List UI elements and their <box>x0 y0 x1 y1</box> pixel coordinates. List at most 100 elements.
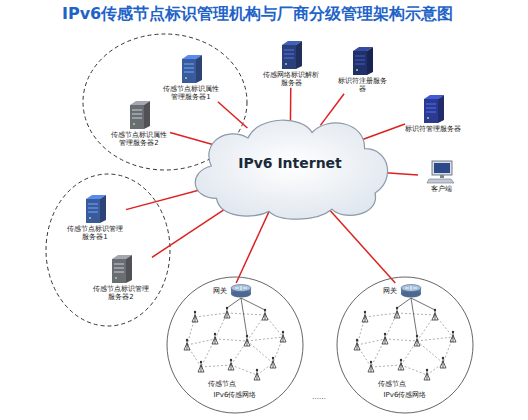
server-node: 传感节点标识属性管理服务器2 <box>108 100 170 148</box>
mesh-link <box>385 339 417 341</box>
server-node: 传感节点标识管理服务器2 <box>90 254 152 302</box>
sensor-head <box>442 357 444 359</box>
server-slot <box>426 112 436 113</box>
sensor-mesh <box>354 298 456 380</box>
server-front <box>282 45 296 69</box>
server-slot <box>114 268 124 269</box>
sensor-node <box>432 309 438 320</box>
sensor-head <box>416 335 418 337</box>
sensor-network-node: IPv6传感网络 网关 <box>165 275 305 415</box>
sensor-head <box>364 311 366 313</box>
server-icon <box>278 40 304 70</box>
server-light <box>185 77 187 79</box>
sensor-mast <box>432 310 438 320</box>
router-top <box>231 285 251 292</box>
sensor-node <box>368 361 374 372</box>
sensor-head <box>194 311 196 313</box>
server-label: 传感节点标识管理服务器2 <box>90 285 152 302</box>
server-node: 标识符管理服务器 <box>405 94 461 133</box>
sensor-head <box>370 361 372 363</box>
sensor-mast <box>394 308 400 318</box>
sensor-head <box>230 359 232 361</box>
sensor-mast <box>382 334 388 344</box>
server-side <box>296 41 302 69</box>
server-slot <box>88 204 98 205</box>
server-light <box>89 217 91 219</box>
sensor-mast <box>262 310 268 320</box>
mesh-link <box>427 363 443 375</box>
sensor-head <box>264 309 266 311</box>
server-slot <box>184 72 194 73</box>
sensor-head <box>272 357 274 359</box>
sensor-head <box>186 339 188 341</box>
sensor-node <box>424 369 430 380</box>
sensor-node <box>362 311 368 322</box>
sensor-mast <box>254 370 260 380</box>
server-icon <box>82 194 108 224</box>
mesh-link <box>187 317 195 345</box>
server-label: 传感节点标识管理服务器1 <box>64 225 126 242</box>
sensor-mast <box>368 362 374 372</box>
sensor-mast <box>362 312 368 322</box>
sensor-mesh <box>184 298 286 380</box>
sensor-mast <box>398 360 404 370</box>
sensor-node <box>254 369 260 380</box>
sensor-head <box>282 331 284 333</box>
mesh-link <box>227 313 265 315</box>
sensor-label: 传感节点 <box>207 380 237 388</box>
mesh-link <box>195 313 227 317</box>
server-label: 传感节点标识属性管理服务器1 <box>160 85 222 102</box>
gateway-label: 网关 <box>213 287 227 295</box>
sensor-mast <box>228 360 234 370</box>
sensor-node <box>224 307 230 318</box>
server-icon <box>420 94 446 124</box>
server-side <box>126 255 132 283</box>
router-top <box>401 285 421 292</box>
server-light <box>285 63 287 65</box>
gateway-link <box>227 298 241 308</box>
server-slot <box>284 58 294 59</box>
mesh-link <box>357 339 385 345</box>
network-link <box>218 102 248 128</box>
sensor-node <box>280 331 286 342</box>
sensor-node <box>198 361 204 372</box>
server-slot <box>114 264 124 265</box>
network-link <box>236 208 270 283</box>
sensor-head <box>214 333 216 335</box>
mesh-link <box>357 317 365 345</box>
mesh-link <box>215 339 247 341</box>
gateway-link <box>411 298 435 310</box>
sensor-mast <box>198 362 204 372</box>
continuation-dots: …… <box>311 393 327 401</box>
gateway-label: 网关 <box>383 287 397 295</box>
server-slot <box>355 56 365 57</box>
sensor-mast <box>414 336 420 346</box>
server-slot <box>184 64 194 65</box>
server-node: 传感网络标识解析服务器 <box>262 40 320 88</box>
gateway-node: 网关 <box>213 283 252 299</box>
sensor-mast <box>354 340 360 350</box>
server-label: 传感网络标识解析服务器 <box>262 71 320 88</box>
server-node: 传感节点标识管理服务器1 <box>64 194 126 242</box>
server-slot <box>284 50 294 51</box>
network-label: IPv6传感网络 <box>335 391 475 399</box>
server-node: 传感节点标识属性管理服务器1 <box>160 54 222 102</box>
mesh-link <box>201 339 215 367</box>
server-icon <box>349 46 375 76</box>
sensor-node <box>450 331 456 342</box>
sensor-head <box>426 369 428 371</box>
monitor-stand <box>440 175 444 178</box>
mesh-link <box>385 313 397 339</box>
network-link <box>170 133 213 145</box>
network-label: IPv6传感网络 <box>165 391 305 399</box>
sensor-node <box>212 333 218 344</box>
sensor-head <box>400 359 402 361</box>
server-side <box>100 195 106 223</box>
mesh-link <box>371 339 385 367</box>
sensor-node <box>184 339 190 350</box>
server-side <box>367 47 373 75</box>
computer-icon <box>426 160 456 184</box>
server-label: 标识符管理服务器 <box>405 125 461 133</box>
server-slot <box>284 54 294 55</box>
